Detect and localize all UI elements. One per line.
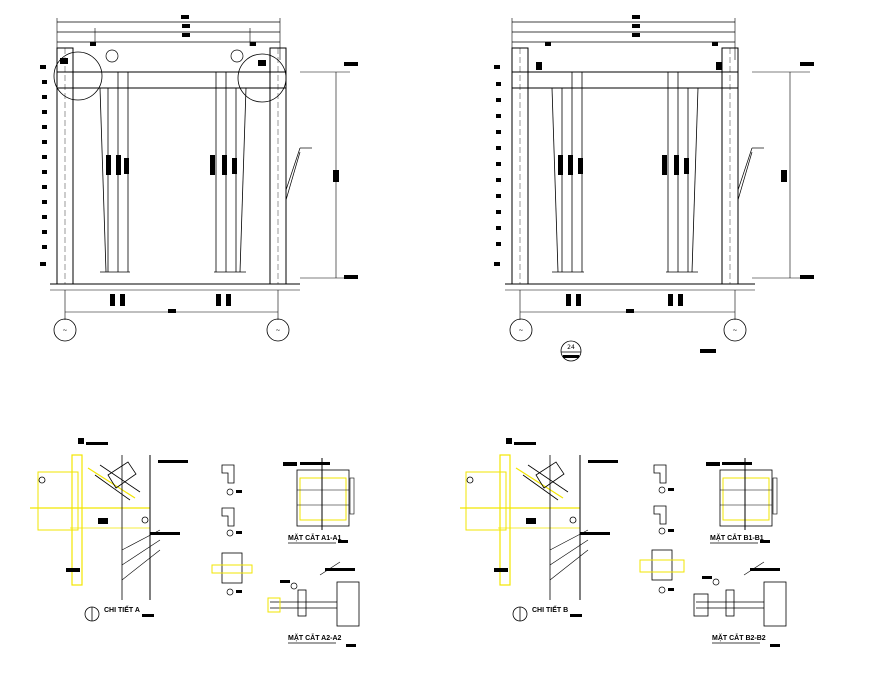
grid-bubble-left: ~ [509,318,533,342]
member-tags [536,62,722,175]
girt-marks [40,65,47,266]
grid-bubble-right: ~ [723,318,747,342]
knee-brace [737,147,764,201]
detail-callout-circles [53,49,287,103]
svg-text:~: ~ [518,327,523,334]
section-b1-drawing: MẶT CẮT B1-B1 [706,458,778,544]
grid-bubble-right: ~ [266,318,290,342]
section-marker: 24 [560,340,716,362]
grid-bubble-left: ~ [53,318,77,342]
section-a1-title: MẶT CẮT A1-A1 [288,533,342,542]
rafter-beam [512,71,738,89]
detail-b-drawing: CHI TIẾT B [460,438,618,622]
ground-line [505,283,755,320]
section-b2-title: MẶT CẮT B2-B2 [712,633,766,642]
svg-text:24: 24 [567,344,575,351]
plate-details-right [639,464,685,594]
svg-text:~: ~ [62,327,67,334]
detail-a-title: CHI TIẾT A [104,604,140,614]
detail-a-drawing: CHI TIẾT A [30,438,188,622]
top-dimension-chain [511,15,736,60]
plate-details-left [211,464,253,596]
section-b2-drawing: MẶT CẮT B2-B2 [693,561,787,647]
svg-text:~: ~ [732,327,737,334]
detail-b-title: CHI TIẾT B [532,604,568,614]
svg-text:~: ~ [275,327,280,334]
rafter-beam [57,71,286,89]
member-tags [106,155,237,175]
section-a2-title: MẶT CẮT A2-A2 [288,633,342,642]
portal-frame-elevation-right: ~ ~ 24 [494,15,814,362]
ground-line [50,283,300,320]
column-left [511,47,529,285]
section-a1-drawing: MẶT CẮT A1-A1 [283,458,355,544]
top-dimension-chain [56,15,281,60]
column-right [269,47,287,285]
girt-marks [494,65,501,266]
height-dimension [300,62,358,279]
column-left [56,47,74,285]
section-a2-drawing: MẶT CẮT A2-A2 [267,561,360,647]
section-b1-title: MẶT CẮT B1-B1 [710,533,764,542]
knee-brace [285,147,312,201]
portal-frame-elevation-left: ~ ~ [40,15,358,342]
height-dimension [752,62,814,279]
column-right [721,47,739,285]
